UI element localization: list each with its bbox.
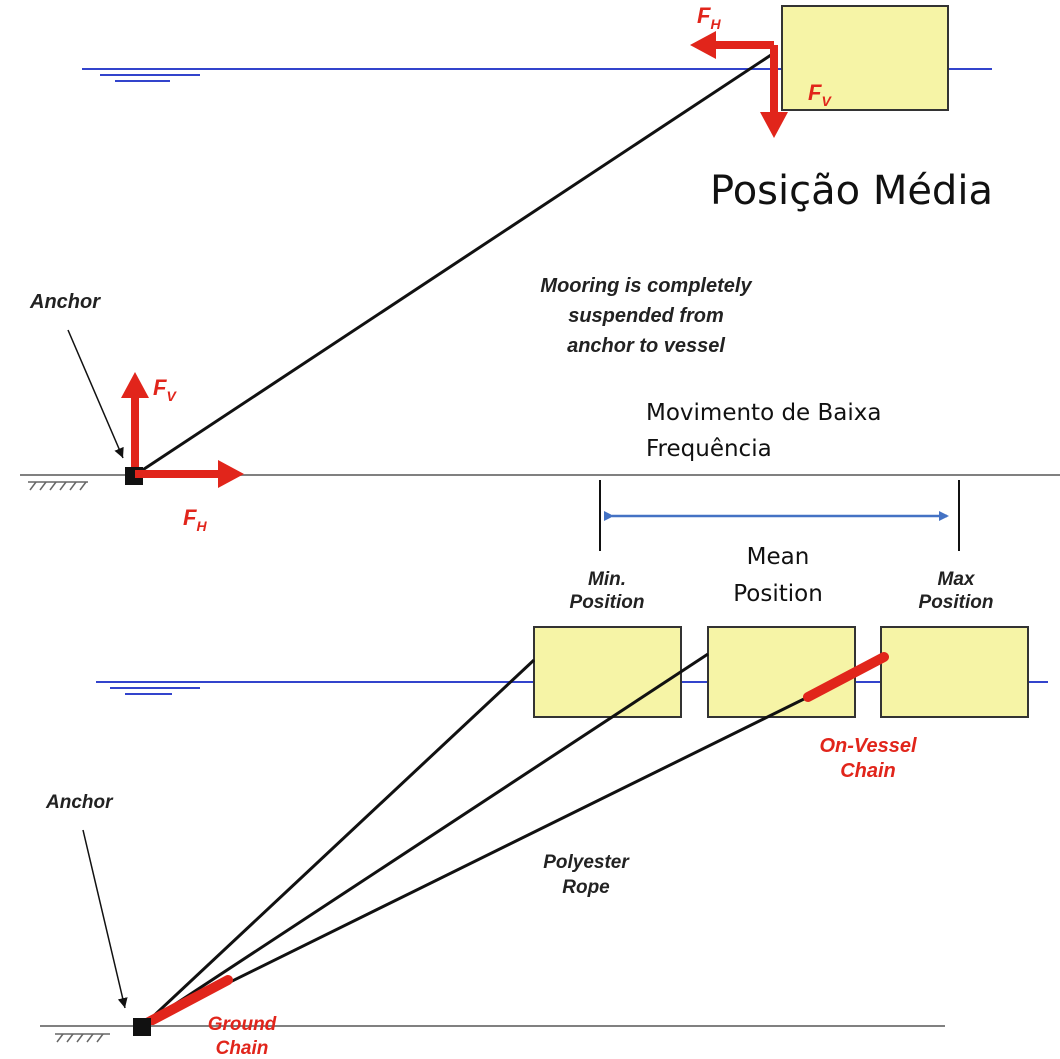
suspended-label: Mooring is completely suspended from anc… (540, 275, 752, 357)
mooring-line-max (144, 695, 809, 1026)
anchor-pointer-top (67, 329, 124, 459)
svg-text:Position: Position (570, 592, 645, 613)
vessel-mean (707, 626, 856, 718)
mean-position-title: Posição Média (710, 168, 993, 214)
anchor-pointer-bottom (82, 829, 128, 1009)
vessel-top (781, 5, 949, 111)
svg-text:Min.: Min. (588, 569, 626, 590)
mooring-line-min (143, 658, 536, 1026)
anchor-fv-arrow (121, 372, 149, 467)
anchor-label-bottom: Anchor (45, 792, 114, 813)
water-symbol-bottom (110, 687, 200, 695)
on-vessel-chain (803, 652, 889, 702)
min-position-label: Min. Position (570, 569, 645, 613)
anchor-block-bottom (133, 1018, 151, 1036)
fh-label-anchor: FH (183, 505, 207, 534)
anchor-fh-arrow (135, 460, 244, 488)
fh-label-vessel: FH (697, 3, 721, 32)
vessel-fv-arrow (760, 45, 788, 138)
water-symbol-top (100, 74, 200, 82)
svg-text:On-Vessel: On-Vessel (819, 735, 917, 757)
fv-label-vessel: FV (808, 80, 832, 109)
svg-text:Mean: Mean (747, 544, 810, 570)
low-frequency-label: Movimento de Baixa Frequência (646, 400, 881, 462)
svg-text:Ground: Ground (208, 1014, 277, 1035)
svg-text:Chain: Chain (840, 760, 896, 782)
svg-text:suspended from: suspended from (568, 305, 724, 327)
polyester-rope-label: Polyester Rope (543, 852, 630, 898)
svg-text:Max: Max (938, 569, 976, 590)
seabed-hatch-bottom (55, 1033, 110, 1043)
on-vessel-chain-label: On-Vessel Chain (819, 735, 917, 782)
svg-text:Mooring is completely: Mooring is completely (540, 275, 752, 297)
ground-chain (140, 975, 233, 1029)
svg-text:Chain: Chain (216, 1038, 269, 1059)
mean-position-label: Mean Position (733, 544, 823, 607)
svg-text:Movimento de Baixa: Movimento de Baixa (646, 400, 881, 426)
ground-chain-label: Ground Chain (208, 1014, 277, 1059)
svg-text:Rope: Rope (562, 877, 610, 898)
vessel-fh-arrow (690, 31, 774, 59)
mooring-line-mean (144, 652, 709, 1026)
vessel-max (880, 626, 1029, 718)
mooring-line-top (134, 51, 775, 477)
fv-label-anchor: FV (153, 375, 177, 404)
seabed-hatch-top (28, 481, 88, 491)
svg-text:Polyester: Polyester (543, 852, 630, 873)
vessel-min (533, 626, 682, 718)
svg-text:Frequência: Frequência (646, 436, 772, 462)
max-position-label: Max Position (919, 569, 994, 613)
svg-text:anchor to vessel: anchor to vessel (567, 335, 725, 357)
svg-text:Position: Position (919, 592, 994, 613)
svg-text:Position: Position (733, 581, 823, 607)
anchor-label-top: Anchor (29, 291, 101, 313)
